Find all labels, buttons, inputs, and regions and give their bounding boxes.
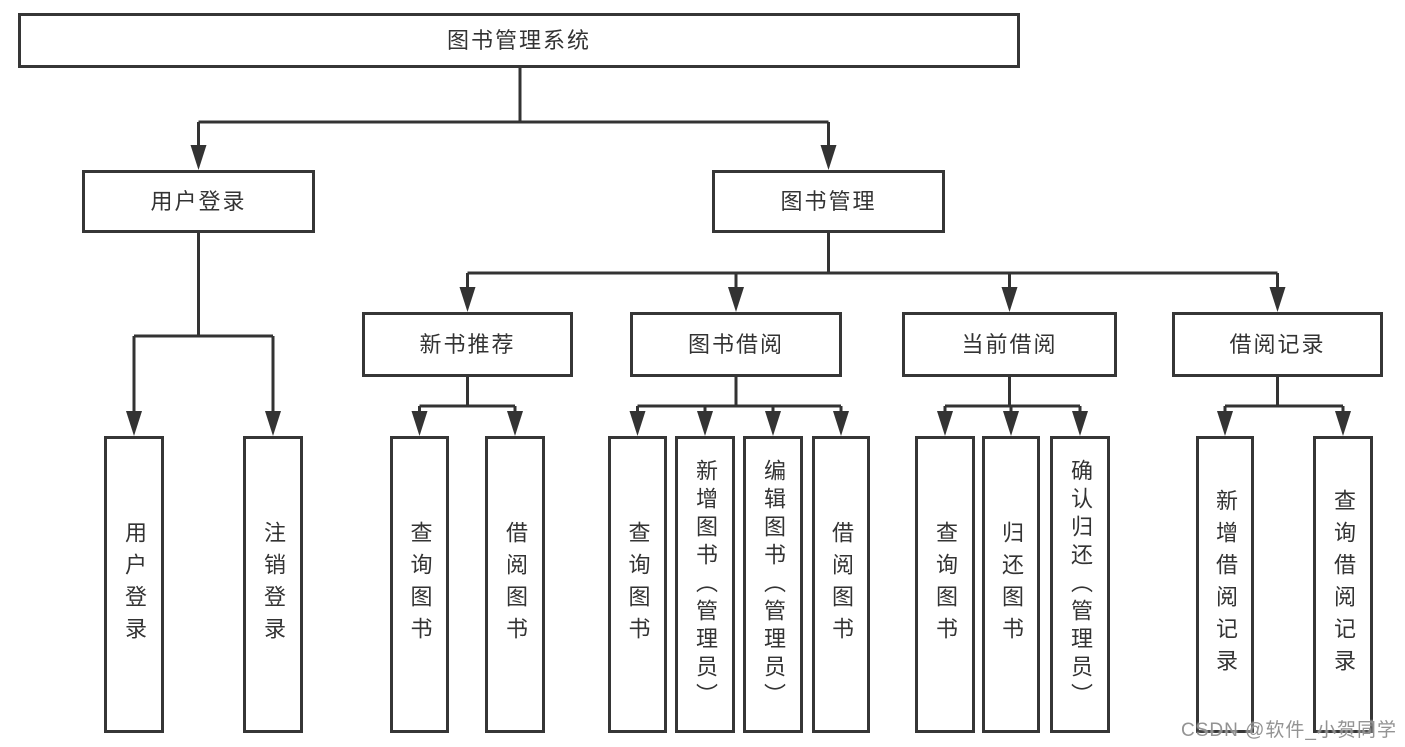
arrow-down-icon bbox=[728, 287, 744, 312]
node-label: 借阅图书 bbox=[829, 520, 854, 649]
arrow-down-icon bbox=[1001, 287, 1018, 312]
arrow-down-icon bbox=[937, 411, 953, 436]
csdn-watermark: CSDN @软件_小贺同学 bbox=[1181, 720, 1397, 741]
arrow-down-icon bbox=[1003, 411, 1019, 436]
node-borrow-records: 借阅记录 bbox=[1172, 312, 1383, 377]
node-label: 查询图书 bbox=[933, 520, 958, 649]
leaf-logout: 注销登录 bbox=[243, 436, 303, 733]
node-label: 查询图书 bbox=[625, 520, 651, 649]
leaf-query-books-newrec: 查询图书 bbox=[390, 436, 449, 733]
node-book-management: 图书管理 bbox=[712, 170, 945, 233]
node-label: 查询图书 bbox=[407, 520, 433, 649]
arrow-down-icon bbox=[126, 411, 142, 436]
node-label: 查询借阅记录 bbox=[1331, 488, 1356, 681]
node-label: 借阅记录 bbox=[1229, 331, 1326, 357]
node-label: 借阅图书 bbox=[503, 520, 528, 649]
node-label: 确认归还（管理员） bbox=[1068, 458, 1093, 711]
leaf-query-books-current: 查询图书 bbox=[915, 436, 975, 733]
leaf-return-books: 归还图书 bbox=[982, 436, 1040, 733]
leaf-user-login: 用户登录 bbox=[104, 436, 164, 733]
arrow-down-icon bbox=[1335, 411, 1351, 436]
leaf-add-books-admin: 新增图书（管理员） bbox=[675, 436, 735, 733]
leaf-borrow-books-newrec: 借阅图书 bbox=[485, 436, 545, 733]
arrow-down-icon bbox=[459, 287, 476, 312]
node-label: 图书管理系统 bbox=[446, 27, 591, 53]
arrow-down-icon bbox=[265, 411, 281, 436]
arrow-down-icon bbox=[1072, 411, 1088, 436]
arrow-down-icon bbox=[190, 145, 207, 170]
node-user-login: 用户登录 bbox=[82, 170, 315, 233]
leaf-query-books-borrow: 查询图书 bbox=[608, 436, 667, 733]
arrow-down-icon bbox=[507, 411, 523, 436]
leaf-confirm-return-admin: 确认归还（管理员） bbox=[1050, 436, 1110, 733]
node-label: 新书推荐 bbox=[419, 331, 516, 357]
node-label: 编辑图书（管理员） bbox=[761, 458, 786, 711]
node-label: 用户登录 bbox=[122, 520, 147, 649]
node-label: 图书借阅 bbox=[687, 331, 784, 357]
node-label: 注销登录 bbox=[261, 520, 286, 649]
leaf-borrow-books: 借阅图书 bbox=[812, 436, 870, 733]
node-label: 新增借阅记录 bbox=[1213, 488, 1238, 681]
node-label: 用户登录 bbox=[150, 188, 247, 214]
node-new-book-recommend: 新书推荐 bbox=[362, 312, 573, 377]
arrow-down-icon bbox=[1269, 287, 1286, 312]
leaf-edit-books-admin: 编辑图书（管理员） bbox=[743, 436, 803, 733]
arrow-down-icon bbox=[697, 411, 713, 436]
arrowheads bbox=[126, 145, 1351, 436]
node-current-borrow: 当前借阅 bbox=[902, 312, 1117, 377]
leaf-query-borrow-record: 查询借阅记录 bbox=[1313, 436, 1373, 733]
node-label: 图书管理 bbox=[780, 188, 877, 214]
arrow-down-icon bbox=[411, 411, 428, 436]
leaf-add-borrow-record: 新增借阅记录 bbox=[1196, 436, 1254, 733]
arrow-down-icon bbox=[820, 145, 837, 170]
node-label: 归还图书 bbox=[999, 520, 1024, 649]
arrow-down-icon bbox=[765, 411, 781, 436]
node-book-borrow: 图书借阅 bbox=[630, 312, 842, 377]
node-label: 新增图书（管理员） bbox=[693, 458, 718, 711]
arrow-down-icon bbox=[1217, 411, 1233, 436]
arrow-down-icon bbox=[833, 411, 849, 436]
node-label: 当前借阅 bbox=[961, 331, 1058, 357]
node-root-system: 图书管理系统 bbox=[18, 13, 1020, 68]
arrow-down-icon bbox=[629, 411, 646, 436]
